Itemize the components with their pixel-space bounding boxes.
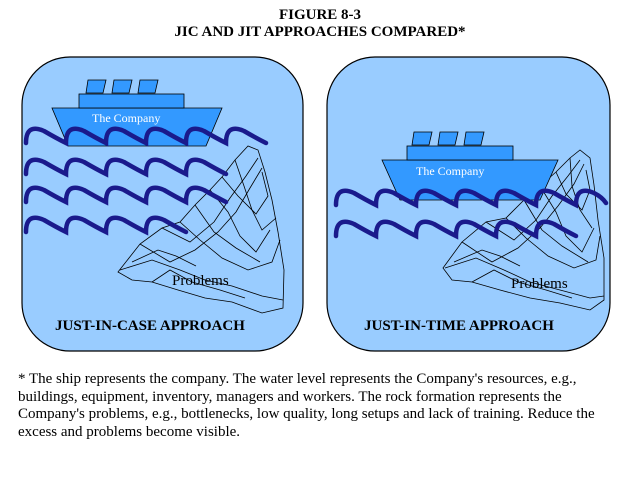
jic-wave-row: [23, 185, 229, 206]
jic-rock-formation: [117, 145, 285, 314]
figure-title: FIGURE 8-3: [278, 7, 362, 23]
jic-caption: JUST-IN-CASE APPROACH: [55, 318, 245, 334]
figure-subtitle: JIC AND JIT APPROACHES COMPARED*: [174, 24, 466, 40]
jit-ship-label: The Company: [416, 164, 485, 178]
jic-wave-row: [23, 215, 189, 236]
jic-problems-label: Problems: [172, 273, 229, 289]
jic-ship-funnel-1: [85, 79, 107, 94]
jic-water: [23, 126, 269, 236]
jit-rock-formation: [442, 149, 605, 311]
jit-wave-row: [333, 188, 609, 209]
jit-water: [333, 188, 609, 240]
jit-ship-funnel-3: [463, 131, 485, 146]
jic-wave-row: [23, 126, 269, 147]
jic-ship-funnel-3: [137, 79, 159, 94]
jic-ship-deck: [78, 93, 185, 109]
jit-panel: [326, 56, 611, 352]
jic-ship-label: The Company: [92, 111, 161, 125]
jic-wave-row: [23, 157, 229, 178]
jit-ship-funnel-2: [437, 131, 459, 146]
jic-ship-funnel-2: [111, 79, 133, 94]
jit-ship-deck: [406, 145, 514, 161]
footnote: * The ship represents the company. The w…: [18, 371, 595, 440]
jit-ship-funnel-1: [411, 131, 433, 146]
jit-problems-label: Problems: [511, 276, 568, 292]
jit-wave-row: [333, 219, 579, 240]
jit-caption: JUST-IN-TIME APPROACH: [364, 318, 554, 334]
